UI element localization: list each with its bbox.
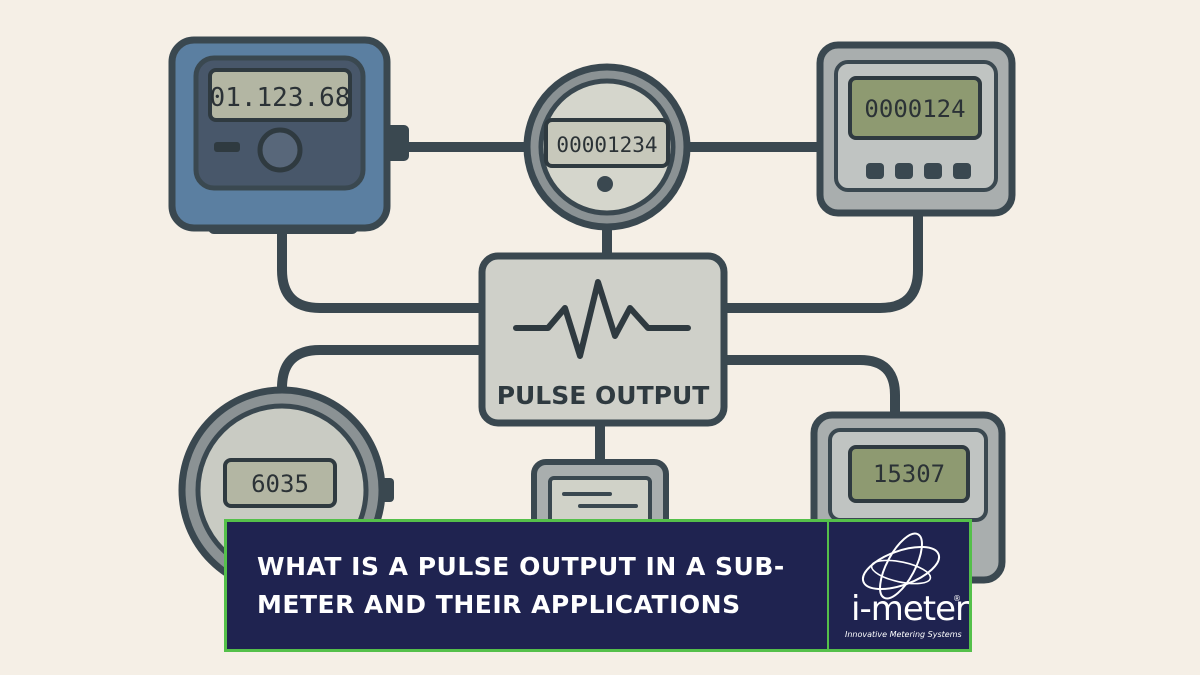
meter-top-left: 01.123.68 <box>168 36 409 234</box>
meter-bottom-left-reading: 6035 <box>251 470 309 498</box>
meter-top-center-reading: 00001234 <box>556 133 657 157</box>
meter-top-left-reading: 01.123.68 <box>210 83 351 113</box>
imeter-logo: i-meter ® Innovative Metering Systems <box>829 522 969 649</box>
pulse-output-label: PULSE OUTPUT <box>497 381 710 410</box>
banner-title-line2: METER AND THEIR APPLICATIONS <box>257 589 741 619</box>
orbit-logo-icon <box>861 532 941 600</box>
meter-top-right-reading: 0000124 <box>864 95 965 123</box>
logo-registered-mark: ® <box>953 594 961 603</box>
meter-top-center: 00001234 <box>523 63 691 231</box>
pulse-waveform-icon <box>513 279 691 359</box>
logo-tagline: Innovative Metering Systems <box>845 630 962 639</box>
cable-topleft-hub <box>277 223 488 313</box>
banner-title: WHAT IS A PULSE OUTPUT IN A SUB- METER A… <box>257 548 785 624</box>
cable-topright-hub <box>718 205 923 313</box>
pulse-output-hub: PULSE OUTPUT <box>478 252 728 427</box>
meter-top-right: 0000124 <box>816 41 1016 217</box>
meter-bottom-right-reading: 15307 <box>873 460 945 488</box>
title-banner: WHAT IS A PULSE OUTPUT IN A SUB- METER A… <box>224 519 972 652</box>
logo-wordmark: i-meter <box>851 589 969 629</box>
cable-hub-bottomright <box>718 355 900 423</box>
banner-title-line1: WHAT IS A PULSE OUTPUT IN A SUB- <box>257 551 785 581</box>
banner-title-area: WHAT IS A PULSE OUTPUT IN A SUB- METER A… <box>227 522 829 649</box>
cables <box>277 142 923 470</box>
